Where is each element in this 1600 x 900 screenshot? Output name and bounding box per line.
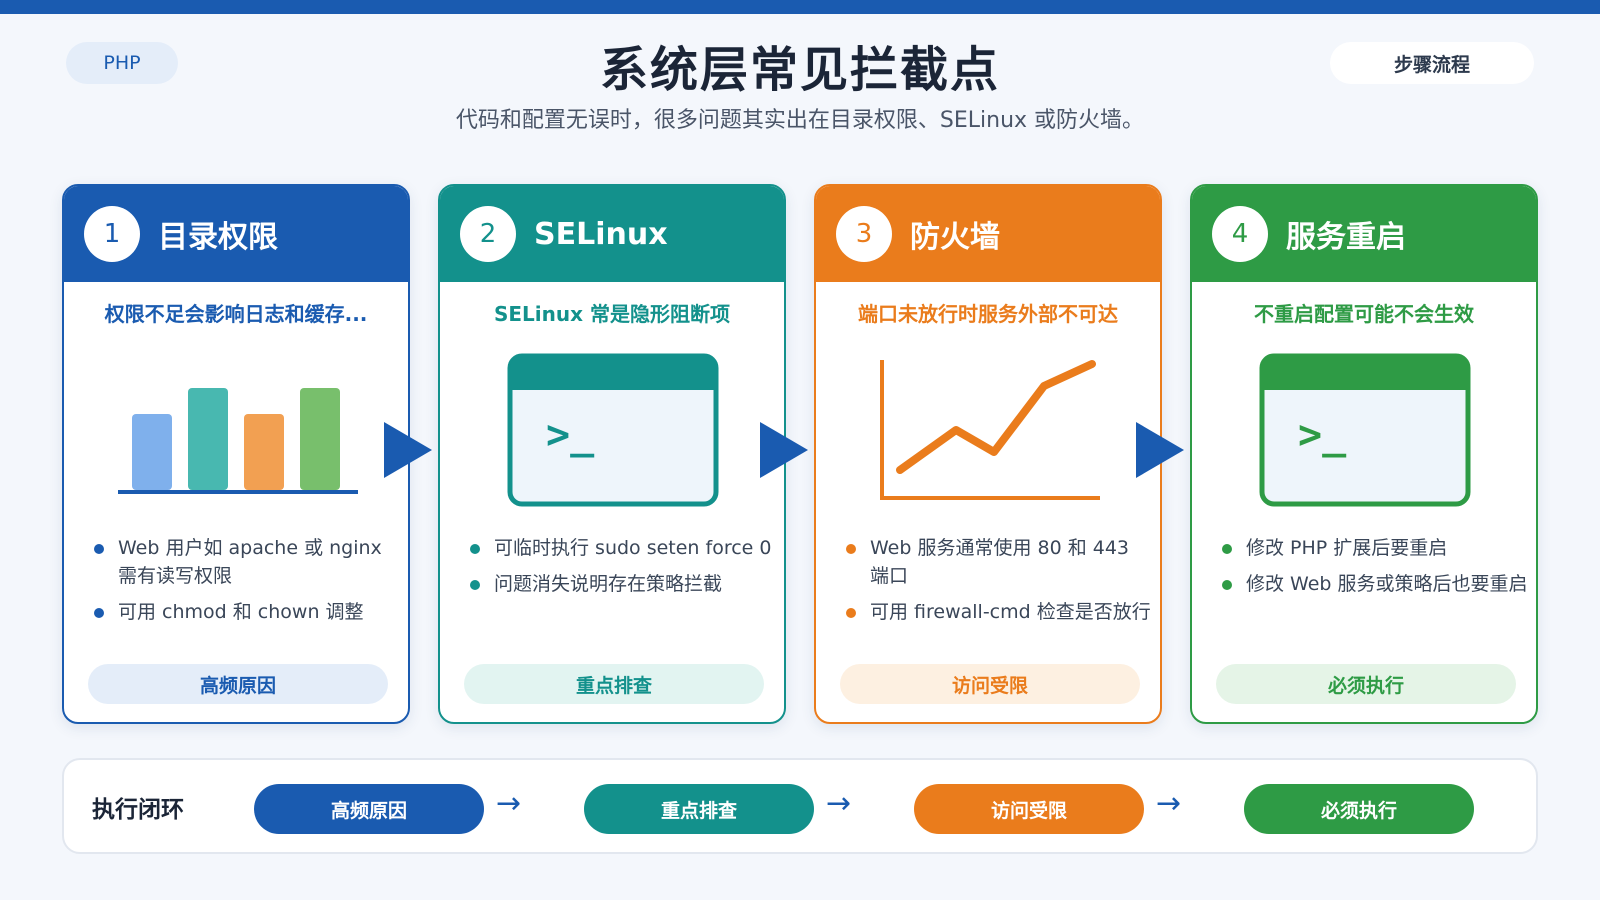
card-selinux: 2 SELinux SELinux 常是隐形阻断项 >_ 可临时执行 sudo …: [438, 184, 786, 724]
terminal-prompt: >_: [546, 412, 595, 458]
flow-arrow-icon: [1136, 422, 1184, 478]
card-header: 3 防火墙: [816, 186, 1160, 282]
terminal-icon: >_: [1259, 353, 1471, 507]
card-bullets: Web 服务通常使用 80 和 443 端口 可用 firewall-cmd 检…: [844, 534, 1154, 634]
page-subtitle: 代码和配置无误时，很多问题其实出在目录权限、SELinux 或防火墙。: [455, 108, 1145, 133]
flow-arrow-icon: [760, 422, 808, 478]
php-tag: PHP: [66, 42, 178, 84]
terminal-prompt: >_: [1298, 412, 1347, 458]
card-title: 目录权限: [158, 220, 278, 255]
step-number: 2: [460, 206, 516, 262]
card-title: 服务重启: [1286, 220, 1406, 255]
loop-step-access-limited: 访问受限: [914, 784, 1144, 834]
arrow-right-icon: →: [826, 786, 852, 821]
list-item: 修改 PHP 扩展后要重启: [1220, 534, 1530, 562]
loop-step-must-execute: 必须执行: [1244, 784, 1474, 834]
step-number: 3: [836, 206, 892, 262]
card-firewall: 3 防火墙 端口未放行时服务外部不可达 Web 服务通常使用 80 和 443 …: [814, 184, 1162, 724]
card-subtitle: 不重启配置可能不会生效: [1254, 302, 1474, 326]
card-tag: 高频原因: [88, 664, 388, 704]
execution-loop-panel: 执行闭环 高频原因 → 重点排查 → 访问受限 → 必须执行: [62, 758, 1538, 854]
step-number: 4: [1212, 206, 1268, 262]
card-tag: 重点排查: [464, 664, 764, 704]
card-subtitle: 权限不足会影响日志和缓存...: [104, 302, 368, 326]
list-item: 可临时执行 sudo seten force 0: [468, 534, 778, 562]
card-title: 防火墙: [910, 220, 1000, 255]
terminal-icon: >_: [507, 353, 719, 507]
list-item: 可用 chmod 和 chown 调整: [92, 598, 402, 626]
step-flow-tag: 步骤流程: [1330, 42, 1534, 84]
list-item: Web 服务通常使用 80 和 443 端口: [844, 534, 1154, 590]
card-directory-permission: 1 目录权限 权限不足会影响日志和缓存... Web 用户如 apache 或 …: [62, 184, 410, 724]
card-title: SELinux: [534, 216, 668, 252]
card-tag: 必须执行: [1216, 664, 1516, 704]
card-header: 4 服务重启: [1192, 186, 1536, 282]
loop-step-high-frequency: 高频原因: [254, 784, 484, 834]
line-chart-icon: [880, 360, 1100, 500]
card-service-restart: 4 服务重启 不重启配置可能不会生效 >_ 修改 PHP 扩展后要重启 修改 W…: [1190, 184, 1538, 724]
card-header: 2 SELinux: [440, 186, 784, 282]
bar-chart-icon: [118, 388, 358, 494]
card-header: 1 目录权限: [64, 186, 408, 282]
list-item: 问题消失说明存在策略拦截: [468, 570, 778, 598]
arrow-right-icon: →: [496, 786, 522, 821]
arrow-right-icon: →: [1156, 786, 1182, 821]
top-accent-bar: [0, 0, 1600, 14]
loop-step-key-check: 重点排查: [584, 784, 814, 834]
list-item: 修改 Web 服务或策略后也要重启: [1220, 570, 1530, 598]
page-title: 系统层常见拦截点: [599, 42, 1000, 98]
card-subtitle: SELinux 常是隐形阻断项: [493, 302, 730, 326]
card-tag: 访问受限: [840, 664, 1140, 704]
card-bullets: Web 用户如 apache 或 nginx 需有读写权限 可用 chmod 和…: [92, 534, 402, 634]
card-subtitle: 端口未放行时服务外部不可达: [858, 302, 1118, 326]
list-item: Web 用户如 apache 或 nginx 需有读写权限: [92, 534, 402, 590]
step-number: 1: [84, 206, 140, 262]
list-item: 可用 firewall-cmd 检查是否放行: [844, 598, 1154, 626]
flow-arrow-icon: [384, 422, 432, 478]
card-bullets: 可临时执行 sudo seten force 0 问题消失说明存在策略拦截: [468, 534, 778, 606]
card-bullets: 修改 PHP 扩展后要重启 修改 Web 服务或策略后也要重启: [1220, 534, 1530, 606]
loop-label: 执行闭环: [92, 797, 184, 823]
